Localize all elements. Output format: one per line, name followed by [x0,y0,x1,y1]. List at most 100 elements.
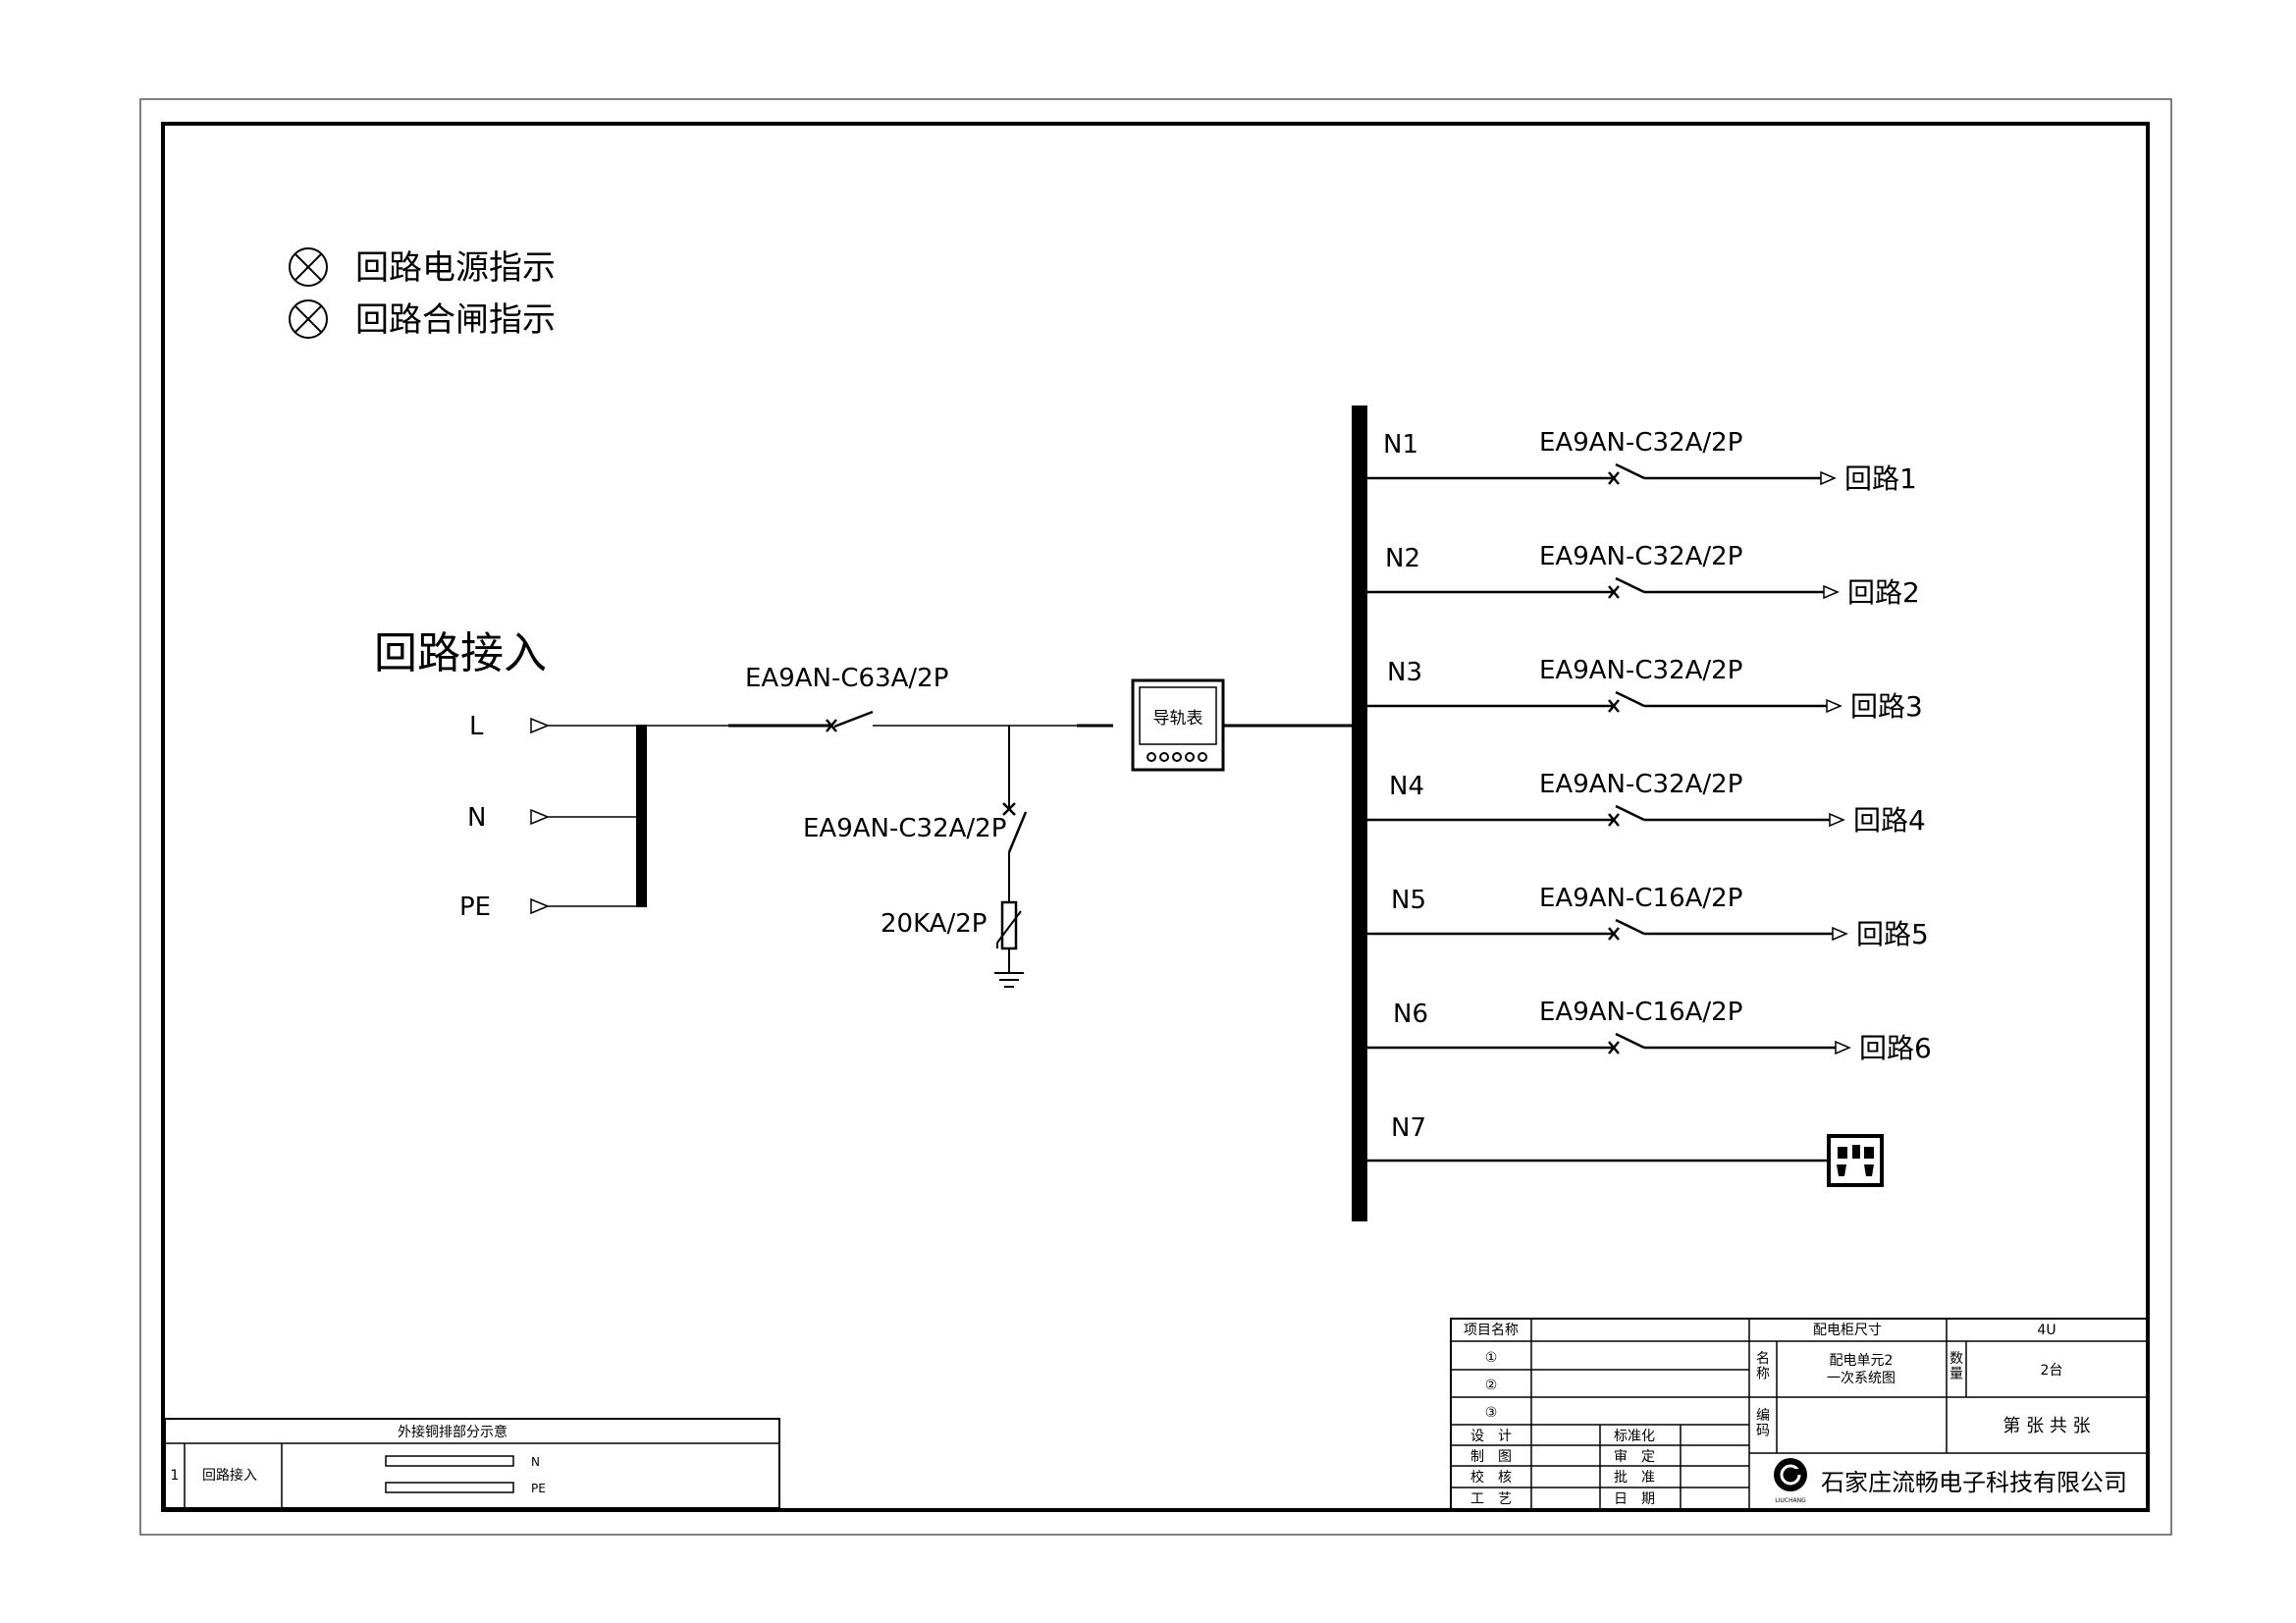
legend-label: 回路电源指示 [355,248,556,288]
breaker-switch-icon [1608,462,1645,485]
branch-bus-label: N4 [1389,772,1424,801]
breaker-switch-icon [1608,1032,1645,1055]
branch-output-label: 回路2 [1847,576,1920,609]
cabinet-size-label: 配电柜尺寸 [1813,1323,1882,1338]
legend-item: 回路合闸指示 [289,299,556,340]
output-arrow-icon [1826,698,1842,714]
socket-bus-label: N7 [1391,1113,1426,1143]
copper-bar-label-n: N [531,1455,540,1469]
breaker-switch-icon [1608,804,1645,827]
branch-output-label: 回路6 [1859,1032,1932,1064]
terminal-arrow-icon [530,808,550,826]
socket-branch: N7 [1367,1113,1884,1187]
copper-bar-n [385,1455,514,1467]
incoming-section: 回路接入 L N PE EA9AN-C63A/2P EA9AN-C32A/2P [374,628,1354,988]
branch-breaker-label: EA9AN-C16A/2P [1539,998,1742,1027]
rail-meter-label: 导轨表 [1153,709,1203,729]
branch-circuit: N3 EA9AN-C32A/2P 回路3 [1367,656,1923,723]
logo-text: LIUCHANG [1775,1497,1806,1504]
incoming-title: 回路接入 [374,628,547,678]
indicator-lamp-icon [289,247,328,287]
copper-row-name: 回路接入 [202,1467,257,1484]
output-arrow-icon [1832,926,1848,942]
copper-bar-label-pe: PE [531,1482,546,1495]
branch-bus-label: N5 [1391,886,1426,915]
branch-circuit: N4 EA9AN-C32A/2P 回路4 [1367,770,1926,837]
branch-circuit: N2 EA9AN-C32A/2P 回路2 [1367,542,1920,609]
meter-buttons-icon [1147,752,1207,762]
cabinet-size-value: 4U [2037,1323,2056,1338]
terminal-label-l: L [469,712,484,741]
legend: 回路电源指示 回路合闸指示 [289,247,556,340]
branch-output-label: 回路4 [1853,804,1926,837]
branch-output-label: 回路1 [1844,462,1917,495]
branch-breaker-label: EA9AN-C32A/2P [1539,770,1742,799]
main-breaker-label: EA9AN-C63A/2P [745,664,948,693]
branch-circuit: N1 EA9AN-C32A/2P 回路1 [1367,428,1917,495]
title-block: 项目名称 配电柜尺寸 4U ① ② ③ 名称 配电单元2 一次系统图 数量 2台… [1450,1318,2149,1511]
distribution-busbar [1352,406,1367,1221]
role-drafting: 制 图 [1470,1449,1512,1465]
surge-protector-icon [996,900,1022,950]
outer-frame [139,98,2172,1536]
copper-bar-table: 外接铜排部分示意 1 回路接入 N PE [164,1418,780,1509]
branch-bus-label: N6 [1393,1000,1428,1029]
branch-bus-label: N3 [1387,658,1422,687]
legend-item: 回路电源指示 [289,247,556,288]
terminal-arrow-icon [530,897,550,915]
indicator-lamp-icon [289,299,328,339]
output-arrow-icon [1835,1040,1851,1055]
sheet-label: 第 张 共 张 [2002,1416,2090,1436]
qty-value: 2台 [2041,1363,2063,1379]
terminal-label-n: N [467,803,486,833]
name-value-1: 配电单元2 [1830,1353,1894,1369]
project-row-1: ① [1485,1350,1498,1366]
role-review: 审 定 [1614,1449,1655,1465]
incoming-busbar [636,725,647,907]
role-checking: 校 核 [1470,1469,1512,1486]
branch-output-label: 回路3 [1850,690,1923,723]
branch-bus-label: N1 [1383,430,1418,460]
project-name-label: 项目名称 [1464,1323,1519,1338]
output-arrow-icon [1829,812,1845,828]
legend-label: 回路合闸指示 [355,300,556,340]
spd-label: 20KA/2P [881,909,987,939]
role-process: 工 艺 [1470,1491,1512,1507]
qty-label: 数量 [1949,1351,1963,1381]
copper-row-number: 1 [171,1468,180,1484]
inner-frame [161,122,2150,1512]
company-logo-icon: LIUCHANG [1774,1458,1807,1504]
breaker-switch-icon [1608,690,1645,713]
branch-breaker-label: EA9AN-C32A/2P [1539,428,1742,458]
output-arrow-icon [1820,470,1837,486]
branch-circuit: N6 EA9AN-C16A/2P 回路6 [1367,998,1932,1064]
branch-bus-label: N2 [1385,544,1420,573]
project-row-2: ② [1485,1378,1498,1393]
spd-breaker-label: EA9AN-C32A/2P [803,814,1006,843]
name-value-2: 一次系统图 [1827,1371,1896,1386]
socket-outlet-icon [1827,1134,1884,1187]
branch-output-label: 回路5 [1856,918,1929,950]
role-design: 设 计 [1470,1429,1512,1444]
role-standardization: 标准化 [1614,1429,1655,1444]
copper-bar-pe [385,1482,514,1493]
terminal-label-pe: PE [459,893,491,922]
project-row-3: ③ [1485,1405,1498,1421]
name-label: 名称 [1756,1351,1770,1381]
rail-meter: 导轨表 [1131,678,1225,772]
code-label: 编码 [1756,1408,1770,1438]
breaker-switch-icon [1608,576,1645,599]
company-name: 石家庄流畅电子科技有限公司 [1821,1469,2127,1496]
role-date: 日 期 [1614,1491,1655,1507]
terminal-arrow-icon [530,717,550,734]
ground-icon [994,948,1024,988]
branch-breaker-label: EA9AN-C32A/2P [1539,542,1742,571]
branch-breaker-label: EA9AN-C32A/2P [1539,656,1742,685]
output-arrow-icon [1823,584,1840,600]
role-approval: 批 准 [1614,1470,1655,1486]
breaker-switch-icon [1608,918,1645,941]
copper-table-title: 外接铜排部分示意 [398,1424,507,1440]
